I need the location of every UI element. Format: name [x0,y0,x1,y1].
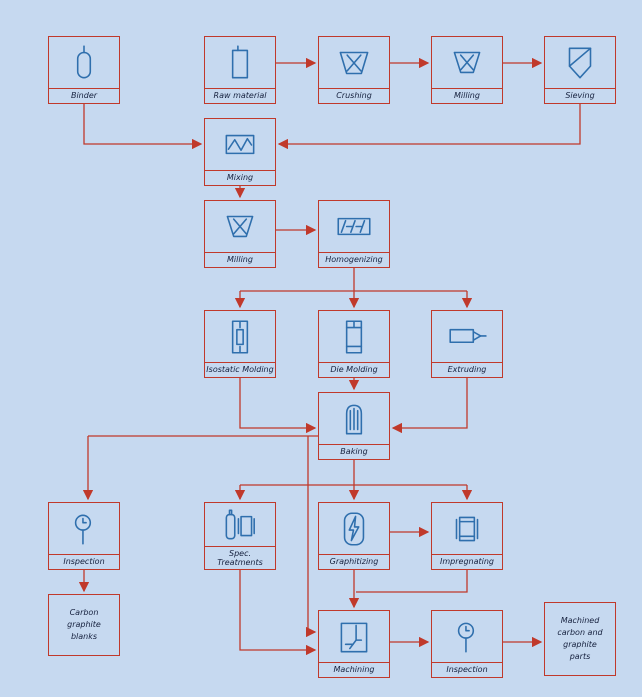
inspection-icon [49,503,119,554]
edge-sieving-to-mixing [277,104,581,150]
mixing-icon [205,119,275,170]
node-milling-1: Milling [431,36,503,104]
node-machined-parts: Machined carbon and graphite parts [544,602,616,676]
node-die-molding: Die Molding [318,310,390,378]
node-label: Raw material [205,88,275,103]
edge-impregnating-merge [356,570,468,593]
node-label: Graphitizing [319,554,389,569]
node-isostatic-molding: Isostatic Molding [204,310,276,378]
edge-extruding-to-baking [391,378,468,434]
node-inspection-1: Inspection [48,502,120,570]
node-label: Inspection [432,662,502,677]
homogenizing-icon [319,201,389,252]
node-mixing: Mixing [204,118,276,186]
node-label: Spec. Treatments [205,545,275,569]
spec-treatments-icon [205,503,275,546]
node-label: Milling [432,88,502,103]
node-label: Baking [319,444,389,459]
node-label: Binder [49,88,119,103]
node-label: Mixing [205,170,275,185]
node-machining: Machining [318,610,390,678]
impregnating-icon [432,503,502,554]
node-label: Carbon graphite blanks [67,608,101,641]
isostatic-molding-icon [205,311,275,362]
node-raw-material: Raw material [204,36,276,104]
die-molding-icon [319,311,389,362]
node-label: Milling [205,252,275,267]
edge-binder-to-mixing [83,104,203,150]
node-label: Extruding [432,362,502,377]
raw-material-icon [205,37,275,88]
node-crushing: Crushing [318,36,390,104]
node-label: Impregnating [432,554,502,569]
node-sieving: Sieving [544,36,616,104]
baking-icon [319,393,389,444]
node-label: Isostatic Molding [205,362,275,377]
edge-spec-to-machining [239,570,317,656]
node-milling-2: Milling [204,200,276,268]
node-homogenizing: Homogenizing [318,200,390,268]
node-label: Sieving [545,88,615,103]
node-label: Homogenizing [319,252,389,267]
node-impregnating: Impregnating [431,502,503,570]
crushing-icon [319,37,389,88]
extruding-icon [432,311,502,362]
binder-icon [49,37,119,88]
machining-icon [319,611,389,662]
edge-isostatic-to-baking [239,378,317,434]
node-carbon-graphite-blanks: Carbon graphite blanks [48,594,120,656]
inspection-icon [432,611,502,662]
milling-icon [432,37,502,88]
node-label: Machined carbon and graphite parts [557,616,603,661]
node-graphitizing: Graphitizing [318,502,390,570]
edge-baking-to-machining [305,436,317,638]
node-label: Die Molding [319,362,389,377]
node-extruding: Extruding [431,310,503,378]
node-spec-treatments: Spec. Treatments [204,502,276,570]
milling-icon [205,201,275,252]
node-binder: Binder [48,36,120,104]
node-label: Inspection [49,554,119,569]
sieving-icon [545,37,615,88]
node-label: Machining [319,662,389,677]
graphitizing-icon [319,503,389,554]
node-inspection-2: Inspection [431,610,503,678]
node-baking: Baking [318,392,390,460]
node-label: Crushing [319,88,389,103]
